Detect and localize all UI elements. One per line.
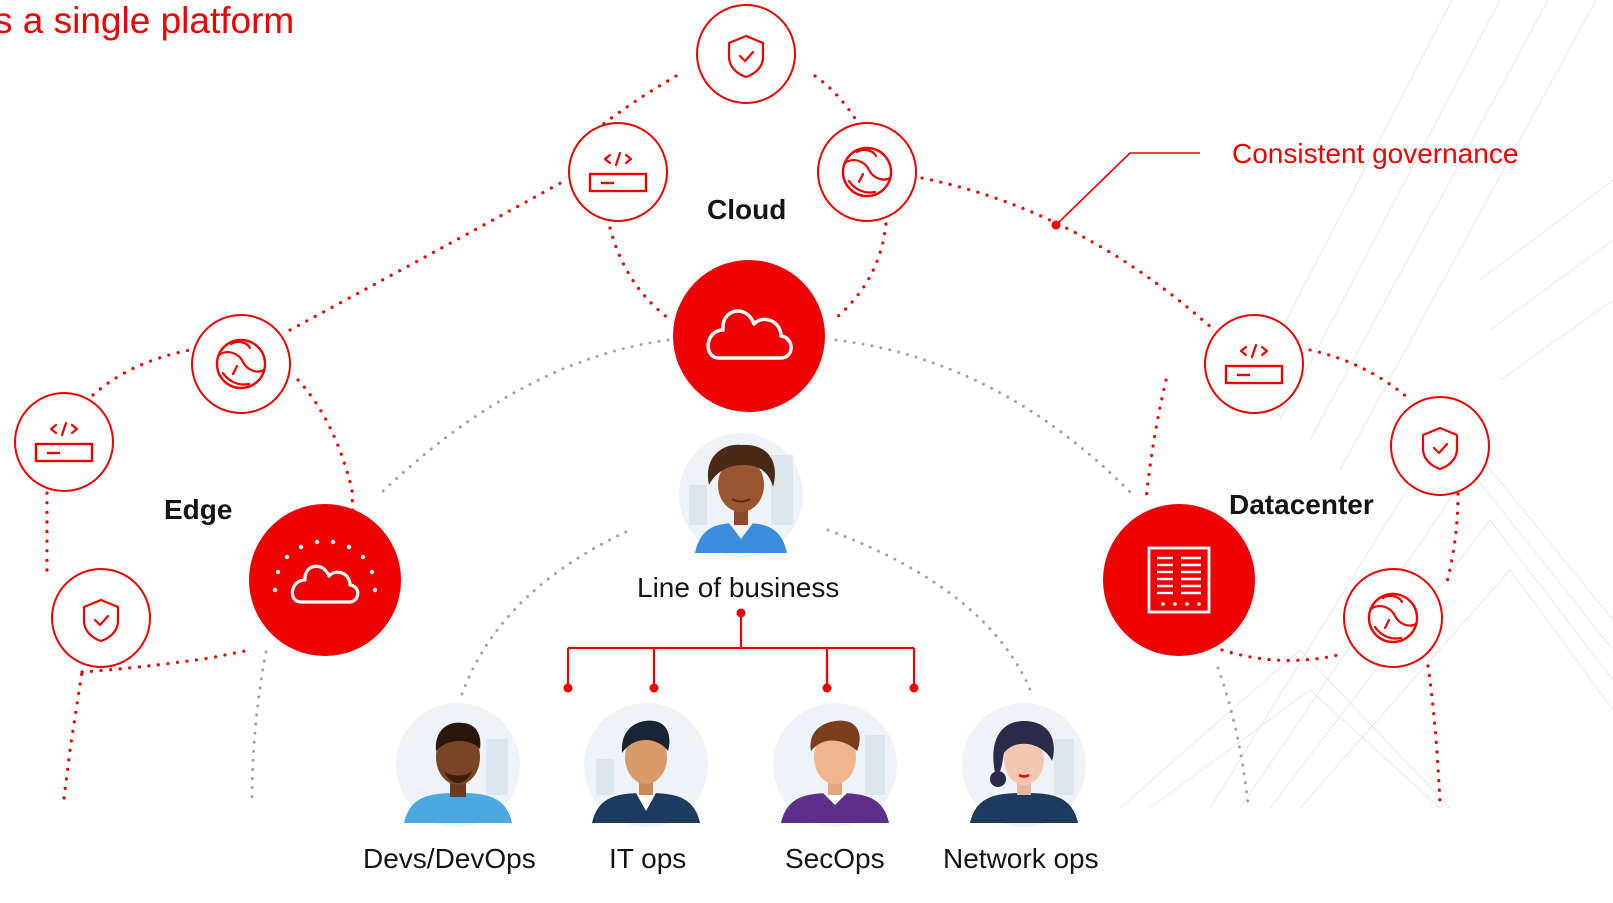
- team-arcs: [250, 338, 1250, 806]
- edge-hub: [249, 504, 401, 656]
- devs-devops-label: Devs/DevOps: [363, 843, 536, 874]
- edge-globe-icon: [190, 313, 292, 415]
- datacenter-hub: [1103, 504, 1255, 656]
- it-ops-avatar: [584, 703, 708, 827]
- devs-devops-avatar: [396, 703, 520, 827]
- org-chart-nodes: [563, 608, 919, 693]
- cloud-icon: [706, 309, 793, 360]
- datacenter-globe-icon: [1342, 567, 1444, 669]
- governance-callout-line: [1051, 152, 1200, 230]
- edge-shield-icon: [50, 567, 152, 669]
- server-rack-icon: [1147, 546, 1211, 614]
- governance-network: [45, 74, 1460, 806]
- cloud-code-icon: [567, 121, 669, 223]
- secops-avatar: [773, 703, 897, 827]
- line-of-business-avatar: [679, 433, 803, 557]
- edge-label: Edge: [164, 494, 233, 525]
- network-ops-label: Network ops: [943, 843, 1099, 874]
- cloud-shield-icon: [695, 3, 797, 105]
- edge-code-icon: [13, 391, 115, 493]
- datacenter-shield-icon: [1389, 395, 1491, 497]
- background-pattern: [1119, 0, 1613, 809]
- datacenter-code-icon: [1203, 313, 1305, 415]
- cloud-label: Cloud: [707, 194, 787, 225]
- network-ops-avatar: [962, 703, 1086, 827]
- line-of-business-label: Line of business: [637, 572, 840, 603]
- cloud-hub: [673, 260, 825, 412]
- org-chart-connector: [566, 613, 916, 688]
- cloud-globe-icon: [816, 121, 918, 223]
- secops-label: SecOps: [785, 843, 885, 874]
- it-ops-label: IT ops: [609, 843, 687, 874]
- governance-label: Consistent governance: [1232, 138, 1519, 169]
- datacenter-label: Datacenter: [1229, 489, 1374, 520]
- page-heading-fragment: s a single platform: [0, 0, 295, 41]
- edge-cloud-icon: [272, 539, 378, 604]
